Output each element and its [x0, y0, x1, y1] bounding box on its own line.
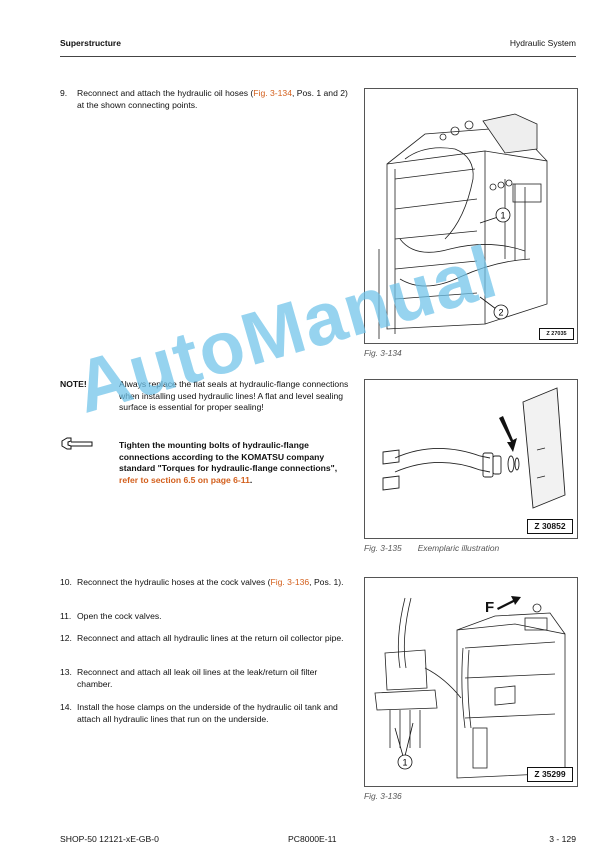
step-number: 14.	[60, 702, 72, 712]
wrench-icon	[60, 437, 94, 456]
callout-1: 1	[402, 758, 407, 768]
header-rule	[60, 56, 576, 57]
callout-1: 1	[500, 211, 505, 221]
figure-3-136: F 1 Z 35299	[364, 577, 578, 787]
hydraulic-tank-illustration: 1 2	[378, 113, 548, 339]
arrow-icon	[497, 596, 521, 610]
header-section: Superstructure	[60, 38, 121, 48]
step-number: 12.	[60, 633, 72, 643]
step-number: 9.	[60, 88, 68, 98]
page-number: 3 - 129	[549, 834, 576, 844]
footer-model: PC8000E-11	[288, 834, 337, 844]
step-text: Reconnect and attach all hydraulic lines…	[77, 633, 344, 643]
figure-code: Z 30852	[527, 519, 573, 534]
note-label: NOTE!	[60, 379, 87, 389]
figure-3-134: 1 2 Z 27035	[364, 88, 578, 344]
figure-code: Z 35299	[527, 767, 573, 782]
figure-caption: Fig. 3-134	[364, 348, 402, 358]
step-text: Reconnect and attach all leak oil lines …	[77, 667, 318, 689]
footer-document-id: SHOP-50 12121-xE-GB-0	[60, 834, 159, 844]
step-text: Install the hose clamps on the underside…	[77, 702, 338, 724]
step-number: 10.	[60, 577, 72, 587]
figure-code: Z 27035	[539, 328, 574, 340]
callout-2: 2	[498, 308, 503, 318]
step-number: 11.	[60, 611, 72, 621]
section-reference-link[interactable]: refer to section 6.5 on page 6-11	[119, 474, 250, 485]
step-text: Reconnect the hydraulic hoses at the coc…	[77, 577, 344, 587]
cock-valves-illustration: F 1	[374, 596, 566, 779]
flange-illustration	[382, 387, 566, 509]
note-text: Always replace the flat seals at hydraul…	[119, 379, 349, 412]
figure-reference-link[interactable]: Fig. 3-134	[253, 88, 292, 98]
torque-tip: Tighten the mounting bolts of hydraulic-…	[119, 440, 338, 485]
step-text: Open the cock valves.	[77, 611, 162, 621]
figure-caption: Fig. 3-136	[364, 791, 402, 801]
figure-reference-link[interactable]: Fig. 3-136	[270, 577, 310, 587]
figure-3-135: Z 30852	[364, 379, 578, 539]
header-chapter: Hydraulic System	[509, 38, 576, 48]
direction-label-f: F	[485, 599, 494, 616]
step-number: 13.	[60, 667, 72, 677]
step-text: Reconnect and attach the hydraulic oil h…	[77, 88, 348, 110]
